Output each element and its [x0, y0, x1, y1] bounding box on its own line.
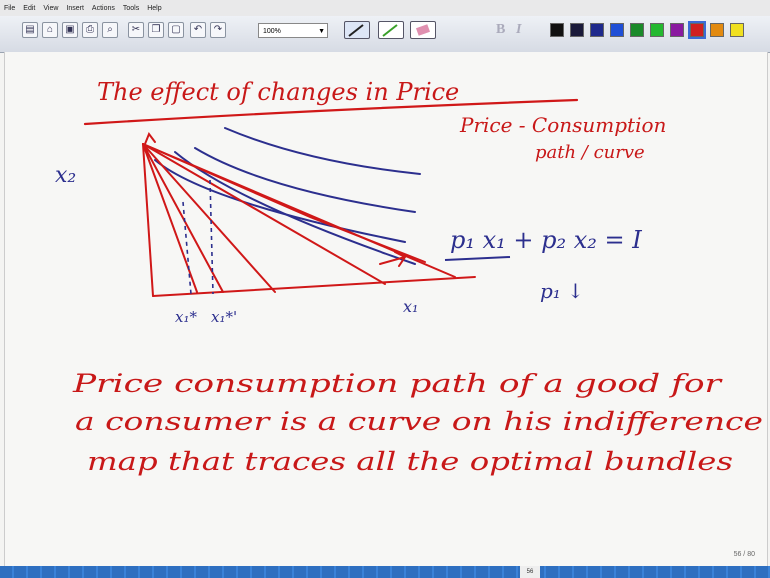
definition-line-3: map that traces all the optimal bundles — [87, 447, 733, 476]
arrow-icon — [379, 251, 407, 267]
axis-arrow-icon — [144, 131, 156, 145]
title-text: The effect of changes in Price — [97, 78, 459, 106]
color-swatch[interactable] — [570, 23, 584, 37]
color-swatch[interactable] — [610, 23, 624, 37]
color-swatch[interactable] — [550, 23, 564, 37]
menu-file[interactable]: File — [4, 4, 16, 12]
budget-line — [142, 143, 386, 285]
color-swatch[interactable] — [670, 23, 684, 37]
menu-actions[interactable]: Actions — [91, 4, 115, 12]
page-navigation-bar[interactable]: 56 — [0, 566, 770, 578]
pcc-label-line2: path / curve — [535, 142, 645, 163]
projection-lines — [182, 179, 214, 295]
indifference-curve — [194, 147, 416, 213]
pen-icon — [348, 24, 364, 37]
color-swatch[interactable] — [630, 23, 644, 37]
bold-button[interactable]: B — [496, 22, 506, 37]
cut-icon[interactable]: ✂ — [128, 22, 144, 38]
x1-axis-line — [152, 276, 476, 297]
indifference-curve — [224, 127, 421, 175]
color-swatch[interactable] — [650, 23, 664, 37]
menu-view[interactable]: View — [43, 4, 59, 12]
undo-icon[interactable]: ↶ — [190, 22, 206, 38]
x2-axis-line — [142, 143, 154, 297]
budget-equation: p₁ x₁ + p₂ x₂ = I — [450, 226, 642, 254]
budget-line — [142, 143, 276, 293]
eraser-icon — [415, 24, 431, 36]
price-consumption-curve — [142, 143, 426, 263]
title-underline — [83, 98, 579, 126]
p1-decrease-label: p₁ ↓ — [540, 279, 584, 303]
chevron-down-icon: ▼ — [318, 28, 325, 35]
equation-underline — [444, 256, 511, 261]
copy-icon[interactable]: ❐ — [148, 22, 164, 38]
ink-canvas: The effect of changes in Price x₂ Price … — [55, 78, 763, 476]
definition-line-1: Price consumption path of a good for — [72, 369, 724, 398]
eraser-tool-button[interactable] — [410, 21, 436, 39]
find-icon[interactable]: ⌕ — [102, 22, 118, 38]
color-swatch[interactable] — [730, 23, 744, 37]
title-group — [83, 98, 579, 126]
zoom-value: 100% — [263, 28, 281, 35]
budget-line — [142, 143, 224, 293]
budget-lines — [142, 131, 476, 297]
menu-bar: File Edit View Insert Actions Tools Help — [0, 0, 770, 16]
print-icon[interactable]: ⎙ — [82, 22, 98, 38]
highlighter-tool-button[interactable] — [378, 21, 404, 39]
x1-star-label: x₁* — [175, 308, 197, 326]
menu-edit[interactable]: Edit — [23, 4, 36, 12]
zoom-select[interactable]: 100% ▼ — [258, 23, 328, 38]
menu-tools[interactable]: Tools — [122, 4, 140, 12]
redo-icon[interactable]: ↷ — [210, 22, 226, 38]
status-page-number: 56 — [520, 566, 540, 578]
highlighter-icon — [382, 24, 398, 37]
toolbar: ▤ ⌂ ▣ ⎙ ⌕ ✂ ❐ ▢ ↶ ↷ 100% ▼ B I — [0, 16, 770, 53]
x1-axis-label: x₁ — [403, 297, 418, 316]
open-icon[interactable]: ⌂ — [42, 22, 58, 38]
color-swatch[interactable] — [710, 23, 724, 37]
menu-insert[interactable]: Insert — [66, 4, 84, 12]
pen-tool-button[interactable] — [344, 21, 370, 39]
paste-icon[interactable]: ▢ — [168, 22, 184, 38]
x2-label: x₂ — [55, 163, 76, 188]
note-page[interactable]: The effect of changes in Price x₂ Price … — [4, 52, 768, 566]
x1-star-prime-label: x₁*' — [211, 308, 237, 326]
dashed-line — [209, 179, 214, 295]
page-indicator: 56 / 80 — [733, 551, 755, 558]
italic-button[interactable]: I — [516, 22, 522, 37]
color-swatch[interactable] — [688, 21, 706, 39]
color-swatch[interactable] — [590, 23, 604, 37]
menu-help[interactable]: Help — [147, 4, 162, 12]
pcc-label-line1: Price - Consumption — [459, 113, 666, 137]
definition-line-2: a consumer is a curve on his indifferenc… — [75, 407, 763, 436]
save-icon[interactable]: ▣ — [62, 22, 78, 38]
dashed-line — [182, 201, 192, 295]
new-page-icon[interactable]: ▤ — [22, 22, 38, 38]
